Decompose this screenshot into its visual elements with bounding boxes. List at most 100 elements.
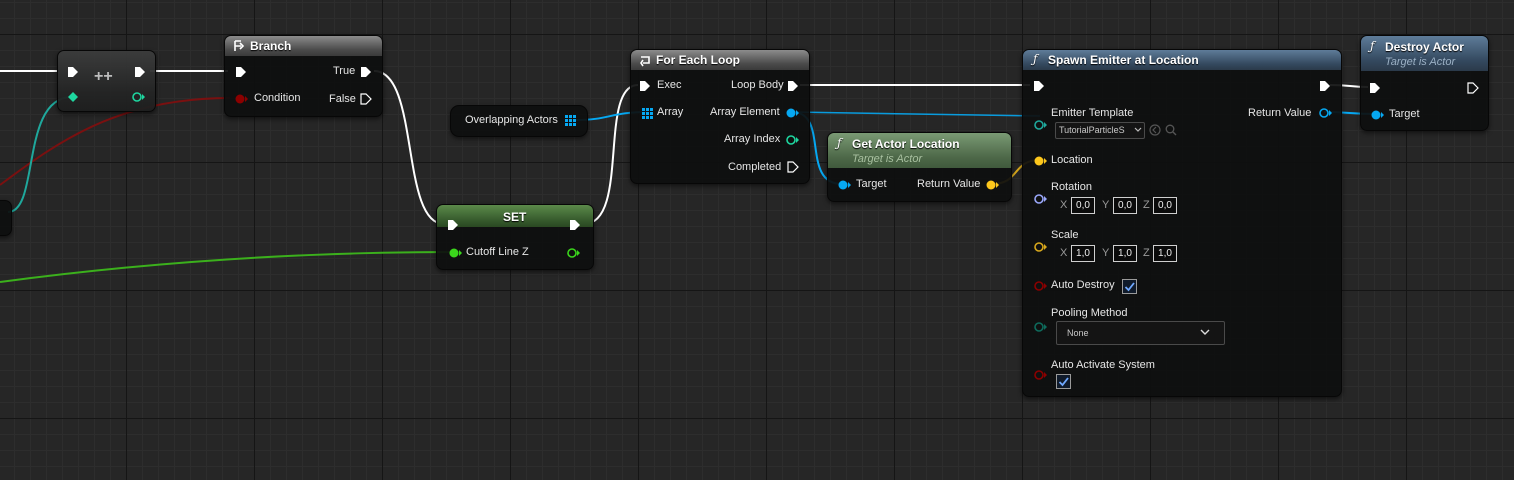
condition-pin[interactable]: [235, 94, 249, 104]
exec-in-pin[interactable]: [639, 80, 651, 92]
rotation-pin[interactable]: [1034, 194, 1048, 204]
node-header: [1023, 50, 1341, 70]
cutoff-out-pin[interactable]: [567, 248, 581, 258]
scale-y-label: Y: [1102, 247, 1110, 259]
array-index-label: Array Index: [724, 133, 781, 145]
auto-destroy-label: Auto Destroy: [1051, 279, 1115, 291]
scale-y-field[interactable]: 1,0: [1113, 245, 1137, 262]
node-title: Branch: [250, 39, 292, 53]
array-index-pin[interactable]: [786, 135, 800, 145]
int-out-pin[interactable]: [132, 92, 146, 102]
node-header: [225, 36, 382, 56]
checkmark-icon: [1124, 282, 1135, 292]
true-exec-pin[interactable]: [360, 66, 372, 78]
offscreen-node[interactable]: [0, 200, 12, 236]
exec-out-pin[interactable]: [569, 219, 581, 231]
loop-body-label: Loop Body: [731, 79, 784, 91]
auto-activate-checkbox[interactable]: [1056, 374, 1071, 389]
node-header: [1361, 36, 1488, 71]
location-pin[interactable]: [1034, 156, 1048, 166]
array-grid-icon[interactable]: [565, 115, 577, 127]
location-label: Location: [1051, 154, 1093, 166]
overlapping-actors-node[interactable]: Overlapping Actors: [450, 105, 588, 137]
function-icon: ƒ: [1033, 52, 1038, 66]
exec-wire[interactable]: [373, 70, 445, 225]
rotation-x-label: X: [1060, 199, 1068, 211]
exec-out-pin[interactable]: [1319, 80, 1331, 92]
return-value-pin[interactable]: [986, 180, 1000, 190]
branch-icon: [234, 40, 245, 51]
exec-in-pin[interactable]: [447, 219, 459, 231]
destroy-actor-node[interactable]: ƒ Destroy Actor Target is Actor Target: [1360, 35, 1489, 131]
scale-x-field[interactable]: 1,0: [1071, 245, 1095, 262]
pooling-method-dropdown[interactable]: None: [1056, 321, 1225, 345]
get-actor-location-node[interactable]: ƒ Get Actor Location Target is Actor Tar…: [827, 132, 1012, 202]
cutoff-in-pin[interactable]: [449, 248, 463, 258]
auto-destroy-pin[interactable]: [1034, 281, 1048, 291]
loop-body-exec-pin[interactable]: [787, 80, 799, 92]
condition-wire[interactable]: [0, 97, 231, 186]
exec-label: Exec: [657, 79, 682, 91]
array-element-label: Array Element: [710, 106, 780, 118]
browse-search-icon[interactable]: [1165, 124, 1177, 136]
condition-label: Condition: [254, 92, 301, 104]
int-in-pin[interactable]: [68, 92, 78, 102]
cutoff-label: Cutoff Line Z: [466, 246, 529, 258]
set-node[interactable]: SET Cutoff Line Z: [436, 204, 594, 270]
completed-exec-pin[interactable]: [787, 161, 799, 173]
variable-label: Overlapping Actors: [465, 114, 558, 126]
scale-z-field[interactable]: 1,0: [1153, 245, 1177, 262]
false-label: False: [329, 93, 356, 105]
rotation-x-field[interactable]: 0,0: [1071, 197, 1095, 214]
exec-in-pin[interactable]: [1033, 80, 1045, 92]
true-label: True: [333, 65, 356, 77]
node-title: SET: [503, 210, 527, 224]
scale-x-label: X: [1060, 247, 1068, 259]
object-wire[interactable]: [791, 111, 1041, 117]
rotation-z-field[interactable]: 0,0: [1153, 197, 1177, 214]
emitter-template-pin[interactable]: [1034, 120, 1048, 130]
rotation-y-label: Y: [1102, 199, 1110, 211]
auto-activate-label: Auto Activate System: [1051, 359, 1155, 371]
node-subtitle: Target is Actor: [852, 153, 923, 165]
return-value-label: Return Value: [1248, 107, 1312, 119]
function-icon: ƒ: [837, 136, 842, 150]
spawn-emitter-node[interactable]: ƒ Spawn Emitter at Location Emitter Temp…: [1022, 49, 1342, 397]
emitter-template-value: TutorialParticleS: [1059, 125, 1125, 135]
float-wire[interactable]: [0, 251, 455, 283]
node-header: [437, 205, 593, 227]
rotation-y-field[interactable]: 0,0: [1113, 197, 1137, 214]
scale-pin[interactable]: [1034, 242, 1048, 252]
increment-operator: ++: [94, 68, 113, 85]
exec-out-pin[interactable]: [1467, 82, 1479, 94]
return-value-pin[interactable]: [1319, 108, 1333, 118]
false-exec-pin[interactable]: [360, 93, 372, 105]
emitter-template-label: Emitter Template: [1051, 107, 1134, 119]
target-pin[interactable]: [838, 180, 852, 190]
scale-z-label: Z: [1143, 247, 1150, 259]
use-selected-icon[interactable]: [1149, 124, 1161, 136]
increment-node[interactable]: ++: [57, 50, 156, 112]
emitter-template-dropdown[interactable]: TutorialParticleS: [1055, 122, 1145, 139]
array-grid-icon[interactable]: [642, 108, 653, 119]
scale-label: Scale: [1051, 229, 1079, 241]
exec-out-pin[interactable]: [134, 66, 146, 78]
exec-wire[interactable]: [583, 84, 639, 225]
int-wire[interactable]: [7, 96, 73, 213]
target-pin[interactable]: [1371, 110, 1385, 120]
pooling-method-pin[interactable]: [1034, 322, 1048, 332]
array-element-pin[interactable]: [786, 108, 800, 118]
exec-in-pin[interactable]: [235, 66, 247, 78]
branch-node[interactable]: Branch True Condition False: [224, 35, 383, 117]
node-title: Destroy Actor: [1385, 40, 1464, 54]
auto-destroy-checkbox[interactable]: [1122, 279, 1137, 294]
exec-in-pin[interactable]: [67, 66, 79, 78]
chevron-down-icon: [1200, 329, 1210, 335]
node-title: For Each Loop: [656, 53, 740, 67]
target-label: Target: [856, 178, 887, 190]
for-each-loop-node[interactable]: For Each Loop Exec Loop Body Array Array…: [630, 49, 810, 184]
chevron-down-icon: [1134, 127, 1142, 132]
auto-activate-pin[interactable]: [1034, 370, 1048, 380]
loop-icon: [640, 56, 650, 67]
exec-in-pin[interactable]: [1369, 82, 1381, 94]
